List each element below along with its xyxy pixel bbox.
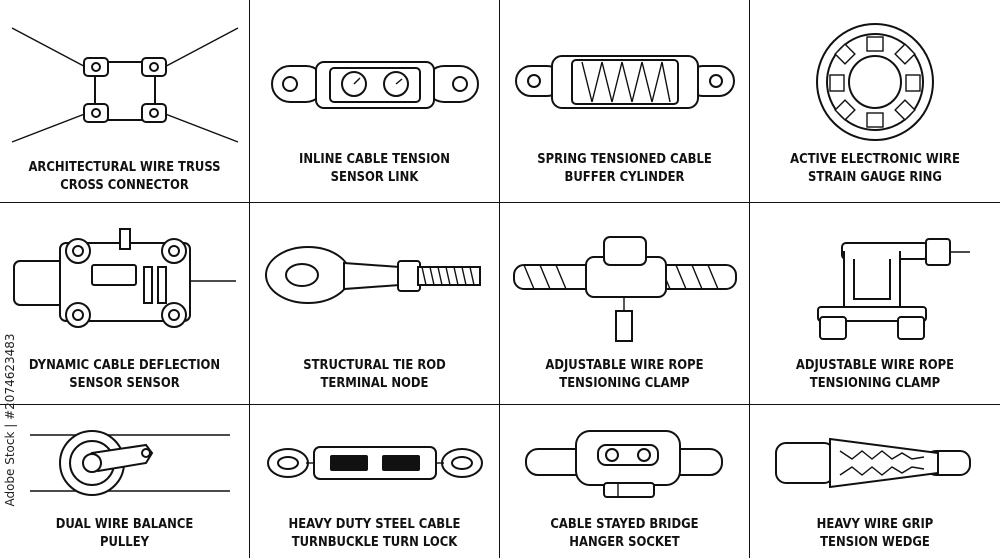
caption-line-1: ADJUSTABLE WIRE ROPE: [545, 357, 704, 373]
caption: DYNAMIC CABLE DEFLECTION SENSOR SENSOR: [17, 356, 231, 392]
caption-line-2: SENSOR SENSOR: [69, 375, 180, 391]
cross-connector-icon: [11, 27, 239, 143]
caption-line-1: ADJUSTABLE WIRE ROPE: [795, 357, 955, 373]
spring-buffer-cylinder-icon: [515, 55, 735, 109]
caption-line-2: PULLEY: [99, 534, 150, 550]
caption-line-1: DUAL WIRE BALANCE: [55, 516, 194, 532]
caption: HEAVY DUTY STEEL CABLE TURNBUCKLE TURN L…: [267, 515, 481, 551]
caption-line-2: TENSIONING CLAMP: [809, 375, 941, 391]
caption: ACTIVE ELECTRONIC WIRE STRAIN GAUGE RING: [768, 150, 983, 186]
wire-grip-wedge-icon: [775, 437, 971, 489]
balance-pulley-icon: [30, 430, 230, 496]
hanger-socket-icon: [525, 430, 723, 498]
caption: CABLE STAYED BRIDGE HANGER SOCKET: [517, 515, 731, 551]
tile-tie-rod-terminal: STRUCTURAL TIE ROD TERMINAL NODE: [250, 203, 500, 405]
turnbuckle-icon: [267, 446, 483, 480]
tile-balance-pulley: DUAL WIRE BALANCE PULLEY: [0, 405, 250, 558]
tile-strain-gauge-ring: ACTIVE ELECTRONIC WIRE STRAIN GAUGE RING: [750, 0, 1000, 203]
deflection-sensor-icon: [13, 228, 236, 328]
caption-line-1: HEAVY WIRE GRIP: [816, 516, 934, 532]
caption: DUAL WIRE BALANCE PULLEY: [17, 515, 231, 551]
tie-rod-terminal-icon: [265, 246, 481, 304]
caption: HEAVY WIRE GRIP TENSION WEDGE: [768, 515, 983, 551]
caption: INLINE CABLE TENSION SENSOR LINK: [267, 150, 481, 186]
caption-line-2: CROSS CONNECTOR: [60, 177, 189, 193]
tile-hanger-socket: CABLE STAYED BRIDGE HANGER SOCKET: [500, 405, 750, 558]
tile-spring-buffer: SPRING TENSIONED CABLE BUFFER CYLINDER: [500, 0, 750, 203]
caption: STRUCTURAL TIE ROD TERMINAL NODE: [267, 356, 481, 392]
caption: SPRING TENSIONED CABLE BUFFER CYLINDER: [517, 150, 731, 186]
caption-line-2: BUFFER CYLINDER: [564, 169, 685, 185]
caption: ADJUSTABLE WIRE ROPE TENSIONING CLAMP: [768, 356, 983, 392]
caption-line-2: TENSIONING CLAMP: [559, 375, 690, 391]
caption-line-2: STRAIN GAUGE RING: [808, 169, 942, 185]
tile-wire-rope-clamp: ADJUSTABLE WIRE ROPE TENSIONING CLAMP: [500, 203, 750, 405]
caption-line-1: HEAVY DUTY STEEL CABLE: [288, 516, 461, 532]
tension-sensor-link-icon: [271, 61, 479, 109]
caption-line-1: DYNAMIC CABLE DEFLECTION: [28, 357, 221, 373]
tile-u-clamp: ADJUSTABLE WIRE ROPE TENSIONING CLAMP: [750, 203, 1000, 405]
tile-cross-connector: ARCHITECTURAL WIRE TRUSS CROSS CONNECTOR: [0, 0, 250, 203]
caption-line-1: STRUCTURAL TIE ROD: [303, 357, 446, 373]
u-clamp-icon: [817, 238, 970, 340]
caption-line-1: CABLE STAYED BRIDGE: [550, 516, 699, 532]
caption: ADJUSTABLE WIRE ROPE TENSIONING CLAMP: [517, 356, 731, 392]
caption: ARCHITECTURAL WIRE TRUSS CROSS CONNECTOR: [17, 158, 231, 194]
tile-deflection-sensor: DYNAMIC CABLE DEFLECTION SENSOR SENSOR: [0, 203, 250, 405]
wire-rope-clamp-icon: [513, 236, 737, 342]
stock-id-text: Adobe Stock | #2074623483: [3, 333, 17, 507]
strain-gauge-ring-icon: [816, 23, 934, 141]
stock-id-watermark: Adobe Stock | #2074623483: [1, 300, 19, 540]
caption-line-2: TENSION WEDGE: [820, 534, 930, 550]
caption-line-1: INLINE CABLE TENSION: [298, 151, 451, 167]
caption-line-2: SENSOR LINK: [330, 169, 419, 185]
caption-line-1: SPRING TENSIONED CABLE: [537, 151, 712, 167]
tile-turnbuckle: HEAVY DUTY STEEL CABLE TURNBUCKLE TURN L…: [250, 405, 500, 558]
caption-line-2: TURNBUCKLE TURN LOCK: [291, 534, 458, 550]
caption-line-1: ARCHITECTURAL WIRE TRUSS: [28, 159, 221, 175]
tile-tension-sensor-link: INLINE CABLE TENSION SENSOR LINK: [250, 0, 500, 203]
caption-line-1: ACTIVE ELECTRONIC WIRE: [790, 151, 960, 167]
tile-wire-grip-wedge: HEAVY WIRE GRIP TENSION WEDGE: [750, 405, 1000, 558]
caption-line-2: HANGER SOCKET: [569, 534, 680, 550]
caption-line-2: TERMINAL NODE: [320, 375, 429, 391]
